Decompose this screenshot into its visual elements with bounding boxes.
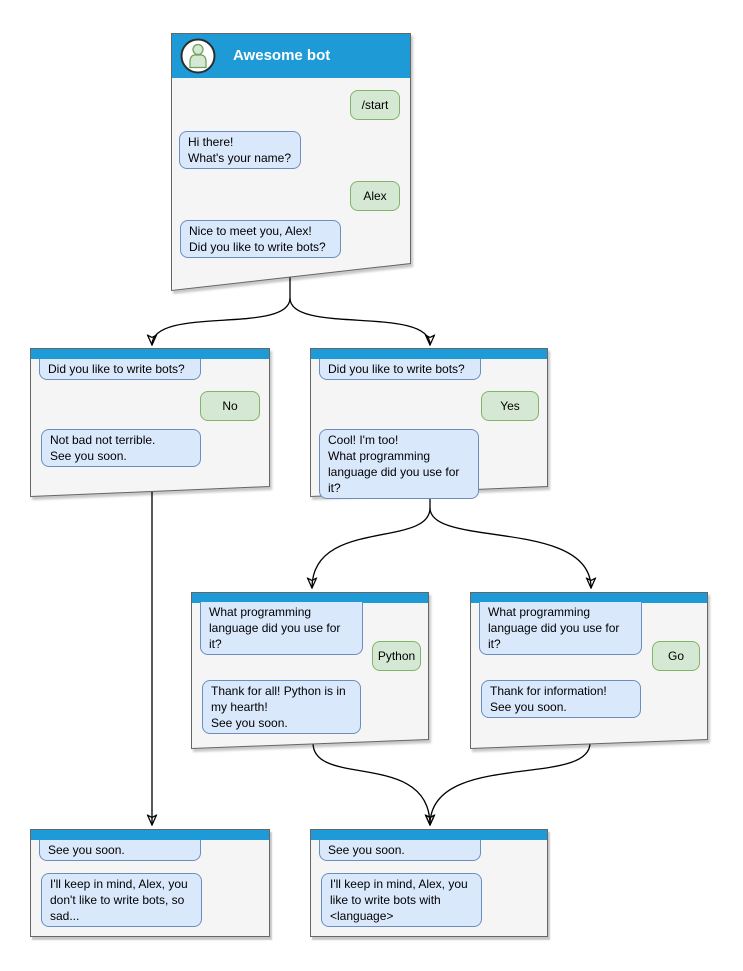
bot-message-bubble: Did you like to write bots? xyxy=(39,359,201,380)
window-titlebar xyxy=(471,593,707,603)
user-message-bubble: /start xyxy=(350,90,400,120)
chat-window-yes-branch: Did you like to write bots? Yes Cool! I'… xyxy=(310,348,548,499)
bot-message-bubble: I'll keep in mind, Alex, you like to wri… xyxy=(321,873,482,927)
user-message-bubble: Yes xyxy=(481,391,539,421)
bot-title: Awesome bot xyxy=(233,47,331,64)
window-titlebar xyxy=(311,349,547,359)
bot-message-bubble: Thank for all! Python is in my hearth! S… xyxy=(202,680,361,734)
window-titlebar xyxy=(311,830,547,840)
bot-message-bubble: Thank for information! See you soon. xyxy=(481,680,641,718)
bot-message-bubble: Not bad not terrible. See you soon. xyxy=(41,429,201,467)
window-titlebar: Awesome bot xyxy=(172,34,410,78)
bot-message-bubble: Nice to meet you, Alex! Did you like to … xyxy=(180,220,341,258)
connector-yes-to-go xyxy=(429,507,591,588)
window-titlebar xyxy=(31,830,269,840)
user-message-bubble: Go xyxy=(652,641,700,671)
user-message-bubble: Alex xyxy=(350,181,400,211)
bot-message-bubble: See you soon. xyxy=(319,840,481,861)
bot-message-bubble: I'll keep in mind, Alex, you don't like … xyxy=(41,873,202,927)
connector-main-to-yes xyxy=(289,297,430,345)
user-message-bubble: Python xyxy=(372,641,421,671)
connector-yes-to-python xyxy=(312,507,431,588)
bot-message-bubble: Did you like to write bots? xyxy=(319,359,481,380)
chat-window-end-no: See you soon. I'll keep in mind, Alex, y… xyxy=(30,829,270,937)
chat-window-python-branch: What programming language did you use fo… xyxy=(191,592,429,750)
window-titlebar xyxy=(192,593,428,603)
bot-message-bubble: What programming language did you use fo… xyxy=(479,602,642,655)
bot-message-bubble: See you soon. xyxy=(39,840,201,861)
connector-go-to-end xyxy=(430,742,591,825)
chat-window-main: Awesome bot /start Hi there! What's your… xyxy=(171,33,411,292)
user-message-bubble: No xyxy=(200,391,260,421)
connector-python-to-end xyxy=(312,742,430,825)
chat-window-go-branch: What programming language did you use fo… xyxy=(470,592,708,750)
chat-window-no-branch: Did you like to write bots? No Not bad n… xyxy=(30,348,270,498)
window-titlebar xyxy=(31,349,269,359)
bot-message-bubble: Cool! I'm too! What programming language… xyxy=(319,429,479,499)
bot-message-bubble: Hi there! What's your name? xyxy=(179,131,301,169)
chat-window-end-yes: See you soon. I'll keep in mind, Alex, y… xyxy=(310,829,548,937)
connector-main-to-no xyxy=(152,297,291,345)
bot-avatar-person-icon xyxy=(180,38,216,74)
bot-message-bubble: What programming language did you use fo… xyxy=(200,602,363,655)
